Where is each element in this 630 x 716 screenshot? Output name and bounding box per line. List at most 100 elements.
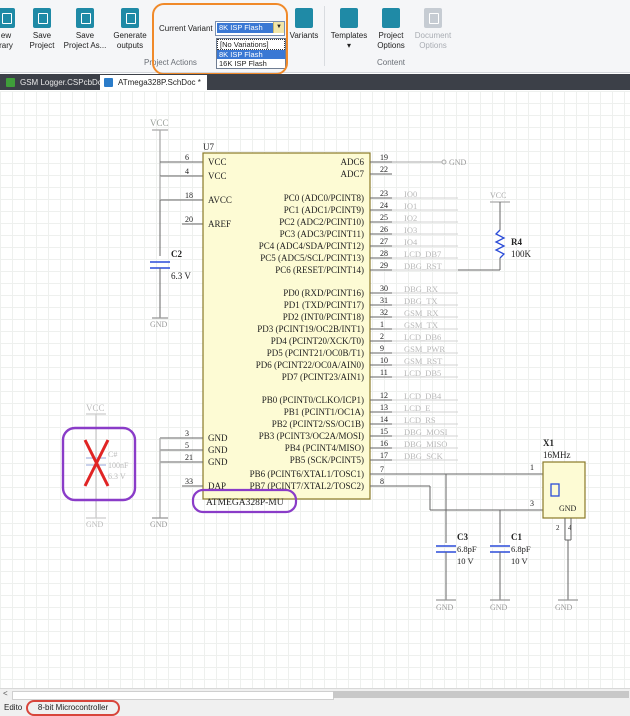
- pin-name: PB4 (PCINT4/MISO): [285, 443, 364, 453]
- pin-name: PC0 (ADC0/PCINT8): [284, 193, 364, 203]
- pin-name: PB6 (PCINT6/XTAL1/TOSC1): [250, 469, 364, 479]
- gnd-label: GND: [150, 520, 168, 529]
- project-options-label: Project: [371, 31, 411, 41]
- pin-name: PD3 (PCINT19/OC2B/INT1): [257, 324, 364, 334]
- pin-name: PD5 (PCINT21/OC0B/T1): [267, 348, 364, 358]
- schematic-canvas[interactable]: VCC C2 6.3 V GND U7 6VCC4VCC18AVCC20AREF…: [0, 91, 630, 688]
- u7-part-number: ATMEGA328P-MU: [206, 498, 284, 508]
- variant-highlight-annotation: [152, 3, 288, 75]
- save-icon: [33, 8, 51, 28]
- pin-name: PB0 (PCINT0/CLKO/ICP1): [262, 395, 364, 405]
- net-label: DBG_TX: [404, 296, 438, 306]
- x1-pin1: 1: [530, 463, 534, 472]
- pin-name: PB1 (PCINT1/OC1A): [284, 407, 364, 417]
- pin-number: 22: [380, 165, 388, 174]
- net-label: DBG_MOSI: [404, 427, 448, 437]
- pin-name: PD6 (PCINT22/OC0A/AIN0): [256, 360, 364, 370]
- pin-name: PD1 (TXD/PCINT17): [284, 300, 364, 310]
- ribbon-separator: [324, 6, 325, 66]
- schematic-drawing: VCC C2 6.3 V GND U7 6VCC4VCC18AVCC20AREF…: [0, 91, 630, 688]
- removed-cap-ref: C#: [108, 450, 117, 459]
- document-options-label-2: Options: [411, 41, 455, 51]
- net-label: IO4: [404, 237, 418, 247]
- scroll-left-icon[interactable]: <: [3, 689, 8, 698]
- project-options-icon: [382, 8, 400, 28]
- pin-name: PC2 (ADC2/PCINT10): [279, 217, 364, 227]
- pin-name: PC5 (ADC5/SCL/PCINT13): [260, 253, 364, 263]
- save-project-as-button[interactable]: Save Project As...: [62, 6, 108, 51]
- net-label: DBG_RST: [404, 261, 443, 271]
- pin-name: PB3 (PCINT3/OC2A/MOSI): [259, 431, 364, 441]
- variant-status-badge[interactable]: 8-bit Microcontroller: [26, 700, 120, 716]
- scrollbar-track[interactable]: [12, 691, 334, 700]
- pin-number: 4: [185, 167, 189, 176]
- pin-number: 28: [380, 249, 388, 258]
- c1-value: 6.8pF: [511, 544, 531, 554]
- pin-number: 7: [380, 465, 384, 474]
- pin-name: PD4 (PCINT20/XCK/T0): [271, 336, 364, 346]
- document-options-button[interactable]: Document Options: [411, 6, 455, 51]
- content-group-label: Content: [377, 58, 405, 67]
- c3-value: 6.8pF: [457, 544, 477, 554]
- vcc-label: VCC: [150, 118, 169, 128]
- tab-gsm-logger-pcb[interactable]: GSM Logger.CSPcbDoc: [2, 75, 112, 90]
- templates-button[interactable]: Templates ▾: [328, 6, 370, 51]
- pin-number: 6: [185, 153, 189, 162]
- net-label: LCD_DB5: [404, 368, 441, 378]
- templates-icon: [340, 8, 358, 28]
- x1-value: 16MHz: [543, 450, 571, 460]
- pin-name: PC6 (RESET/PCINT14): [275, 265, 364, 275]
- pin-name: AVCC: [208, 195, 232, 205]
- net-label: LCD_DB6: [404, 332, 441, 342]
- generate-outputs-button[interactable]: Generate outputs: [110, 6, 150, 51]
- pin-name: PD7 (PCINT23/AIN1): [282, 372, 364, 382]
- pin-number: 3: [185, 429, 189, 438]
- pin-number: 29: [380, 261, 388, 270]
- pin-number: 14: [380, 415, 388, 424]
- gnd-label: GND: [490, 603, 508, 612]
- tab-label: GSM Logger.CSPcbDoc: [20, 78, 106, 87]
- r4-value: 100K: [511, 249, 532, 259]
- pin-name: PC3 (ADC3/PCINT11): [280, 229, 364, 239]
- net-port-icon: [442, 160, 446, 164]
- c1-ref: C1: [511, 532, 522, 542]
- x1-ref: X1: [543, 438, 554, 448]
- save-as-icon: [76, 8, 94, 28]
- pin-number: 1: [380, 320, 384, 329]
- pin-name: PB5 (SCK/PCINT5): [290, 455, 364, 465]
- scrollbar-thumb[interactable]: [333, 691, 629, 698]
- c2-ref: C2: [171, 249, 182, 259]
- generate-outputs-icon: [121, 8, 139, 28]
- tab-atmega328p-sch[interactable]: ATmega328P.SchDoc *: [100, 75, 207, 90]
- generate-outputs-label-2: outputs: [110, 41, 150, 51]
- x1-pin2: 2: [556, 524, 560, 532]
- pin-number: 33: [185, 477, 193, 486]
- pin-name: AREF: [208, 219, 231, 229]
- variations-button[interactable]: Variants: [284, 6, 324, 41]
- save-project-button[interactable]: Save Project: [22, 6, 62, 51]
- net-label: IO3: [404, 225, 417, 235]
- status-bar: Edito 8-bit Microcontroller: [0, 700, 630, 716]
- pin-name: GND: [208, 457, 228, 467]
- removed-cap-voltage: 6.3 V: [108, 472, 126, 481]
- net-label: IO1: [404, 201, 417, 211]
- net-label: IO0: [404, 189, 417, 199]
- project-options-button[interactable]: Project Options: [371, 6, 411, 51]
- pin-number: 9: [380, 344, 384, 353]
- pin-number: 30: [380, 284, 388, 293]
- editor-label: Edito: [4, 703, 22, 712]
- r4-resistor[interactable]: [496, 230, 504, 258]
- pin-number: 18: [185, 191, 193, 200]
- schematic-document-icon: [104, 78, 113, 87]
- pin-number: 10: [380, 356, 388, 365]
- net-label: IO2: [404, 213, 417, 223]
- pin-name: VCC: [208, 171, 227, 181]
- pin-number: 11: [380, 368, 388, 377]
- net-label: GND: [449, 158, 467, 167]
- save-project-label: Save: [22, 31, 62, 41]
- templates-dropdown-arrow: ▾: [328, 41, 370, 51]
- horizontal-scrollbar[interactable]: <: [0, 688, 630, 700]
- r4-ref: R4: [511, 237, 522, 247]
- net-label: DBG_MISO: [404, 439, 447, 449]
- pcb-document-icon: [6, 78, 15, 87]
